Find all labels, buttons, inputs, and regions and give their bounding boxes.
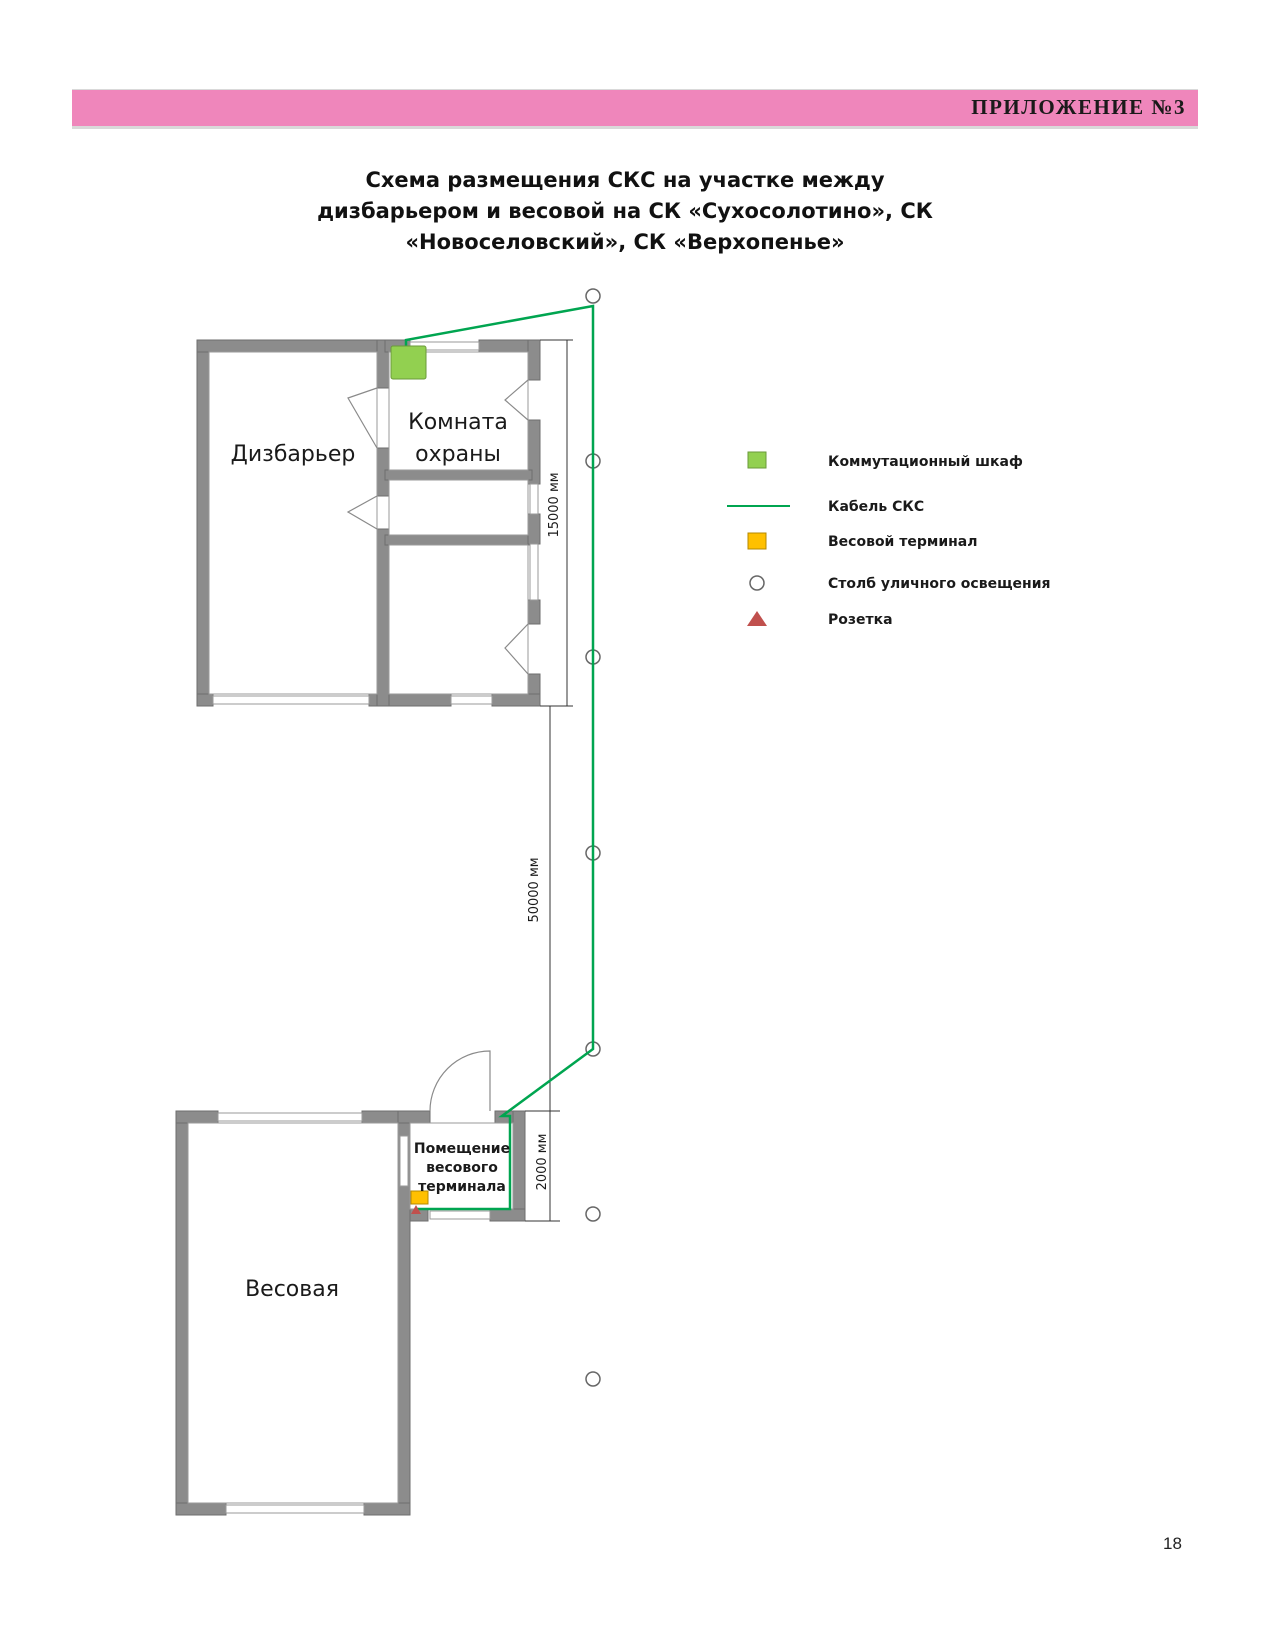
street-light-pole bbox=[585, 288, 601, 304]
appendix-label: ПРИЛОЖЕНИЕ №3 bbox=[971, 95, 1186, 119]
interior-fill bbox=[187, 351, 529, 1504]
dimension-lines bbox=[525, 339, 573, 1222]
legend-label-3: Весовой терминал bbox=[828, 534, 978, 550]
room-label-guard-1: Комната bbox=[408, 410, 508, 435]
street-light-pole bbox=[585, 1371, 601, 1387]
street-light-pole bbox=[585, 1206, 601, 1222]
legend: Коммутационный шкаф Кабель СКС Весовой т… bbox=[727, 451, 1051, 628]
title-line-2: дизбарьером и весовой на СК «Сухосолотин… bbox=[317, 199, 933, 223]
windows bbox=[212, 341, 539, 1514]
legend-socket-icon bbox=[747, 611, 767, 626]
room-labels: Дизбарьер Комната охраны Весовая Помещен… bbox=[231, 410, 510, 1302]
legend-label-1: Коммутационный шкаф bbox=[828, 454, 1023, 470]
room-label-scales: Весовая bbox=[245, 1277, 339, 1302]
socket-icon bbox=[411, 1205, 421, 1214]
page-number: 18 bbox=[1163, 1534, 1182, 1553]
legend-terminal-icon bbox=[747, 532, 767, 550]
legend-pole-icon bbox=[749, 575, 765, 591]
legend-label-5: Розетка bbox=[828, 612, 893, 628]
page-title: Схема размещения СКС на участке между ди… bbox=[200, 165, 1050, 258]
weighing-terminal-icon bbox=[410, 1190, 429, 1205]
legend-switch-cabinet-icon bbox=[747, 451, 767, 469]
room-label-terminal-2: весового bbox=[426, 1160, 498, 1176]
room-label-terminal-1: Помещение bbox=[414, 1141, 510, 1157]
title-line-1: Схема размещения СКС на участке между bbox=[365, 168, 885, 192]
room-label-dizbarrier: Дизбарьер bbox=[231, 442, 356, 467]
dimension-label-15000: 15000 мм bbox=[547, 472, 562, 537]
appendix-banner: ПРИЛОЖЕНИЕ №3 bbox=[72, 89, 1198, 129]
switch-cabinet-icon bbox=[390, 345, 427, 380]
dimension-label-2000: 2000 мм bbox=[535, 1134, 550, 1191]
title-line-3: «Новоселовский», СК «Верхопенье» bbox=[405, 230, 845, 254]
room-label-terminal-3: терминала bbox=[418, 1179, 506, 1195]
doors bbox=[346, 379, 529, 1112]
room-label-guard-2: охраны bbox=[415, 442, 501, 467]
walls bbox=[175, 339, 541, 1516]
sks-cable bbox=[404, 304, 595, 1211]
legend-label-2: Кабель СКС bbox=[828, 499, 924, 515]
dimension-labels: 15000 мм 50000 мм 2000 мм bbox=[527, 472, 562, 1190]
dimension-label-50000: 50000 мм bbox=[527, 857, 542, 922]
legend-label-4: Столб уличного освещения bbox=[828, 576, 1051, 592]
